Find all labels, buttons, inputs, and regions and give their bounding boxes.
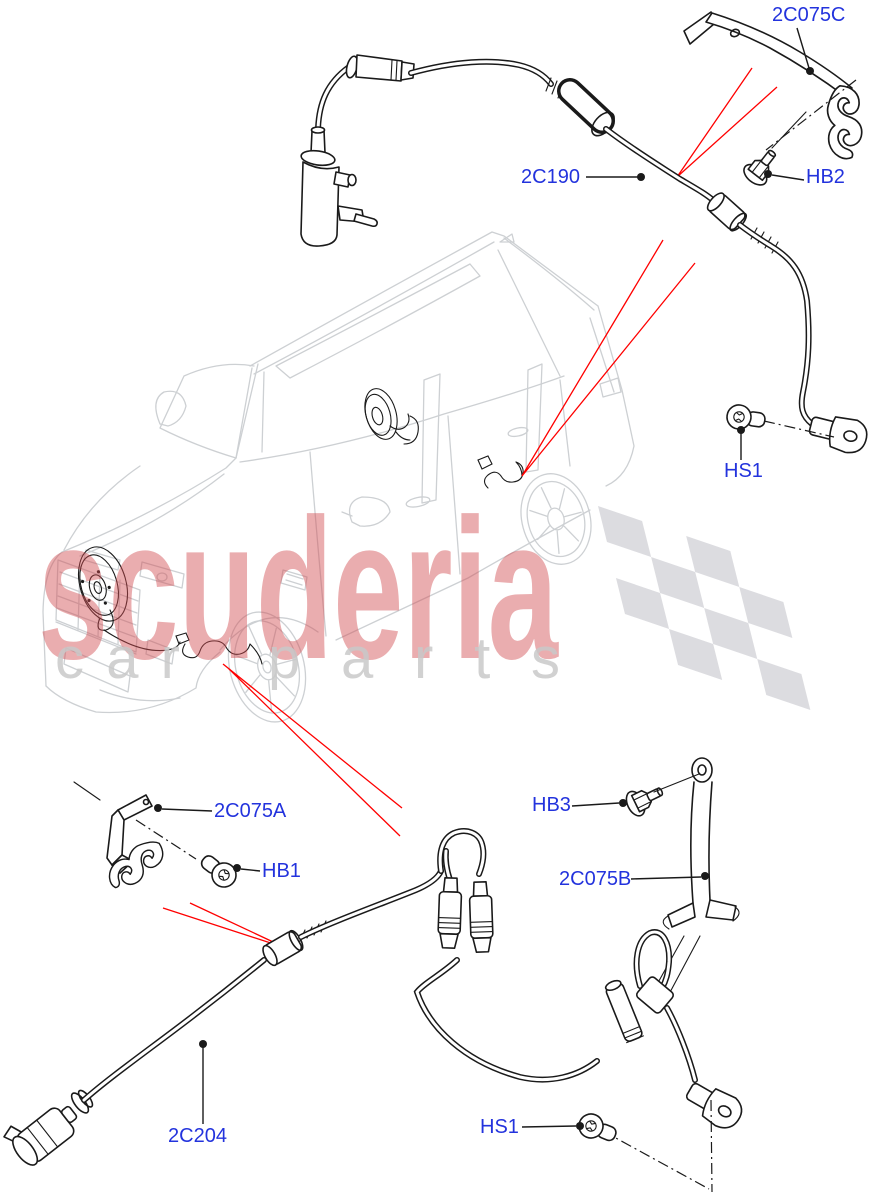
bracket-2c075a-drawing	[73, 781, 242, 897]
label-2c190[interactable]: 2C190	[521, 166, 580, 188]
harness-2c190-drawing	[300, 54, 871, 458]
watermark: scuderia car parts	[38, 478, 811, 710]
watermark-brand: scuderia	[38, 478, 559, 701]
harness-2c204-drawing	[3, 831, 748, 1193]
bracket-2c075b-drawing	[621, 757, 740, 997]
checkered-flag-watermark	[598, 506, 811, 710]
bracket-2c075c-drawing	[683, 11, 866, 190]
label-2c075c[interactable]: 2C075C	[772, 4, 846, 26]
label-hb1[interactable]: HB1	[262, 860, 301, 882]
label-2c075b[interactable]: 2C075B	[559, 868, 632, 890]
label-hb3[interactable]: HB3	[532, 794, 571, 816]
label-2c204[interactable]: 2C204	[168, 1125, 227, 1147]
on-vehicle-sensor-locations	[77, 388, 524, 665]
label-leader-lines	[154, 27, 814, 1130]
label-hs1-upper[interactable]: HS1	[724, 460, 763, 482]
label-hb2[interactable]: HB2	[806, 166, 845, 188]
red-locator-lines	[162, 67, 778, 949]
rear-wheel	[520, 473, 592, 565]
watermark-sub-word1: car	[55, 626, 180, 691]
vehicle-outline-sketch	[42, 231, 635, 723]
label-hs1-lower[interactable]: HS1	[480, 1116, 519, 1138]
label-2c075a[interactable]: 2C075A	[214, 800, 287, 822]
